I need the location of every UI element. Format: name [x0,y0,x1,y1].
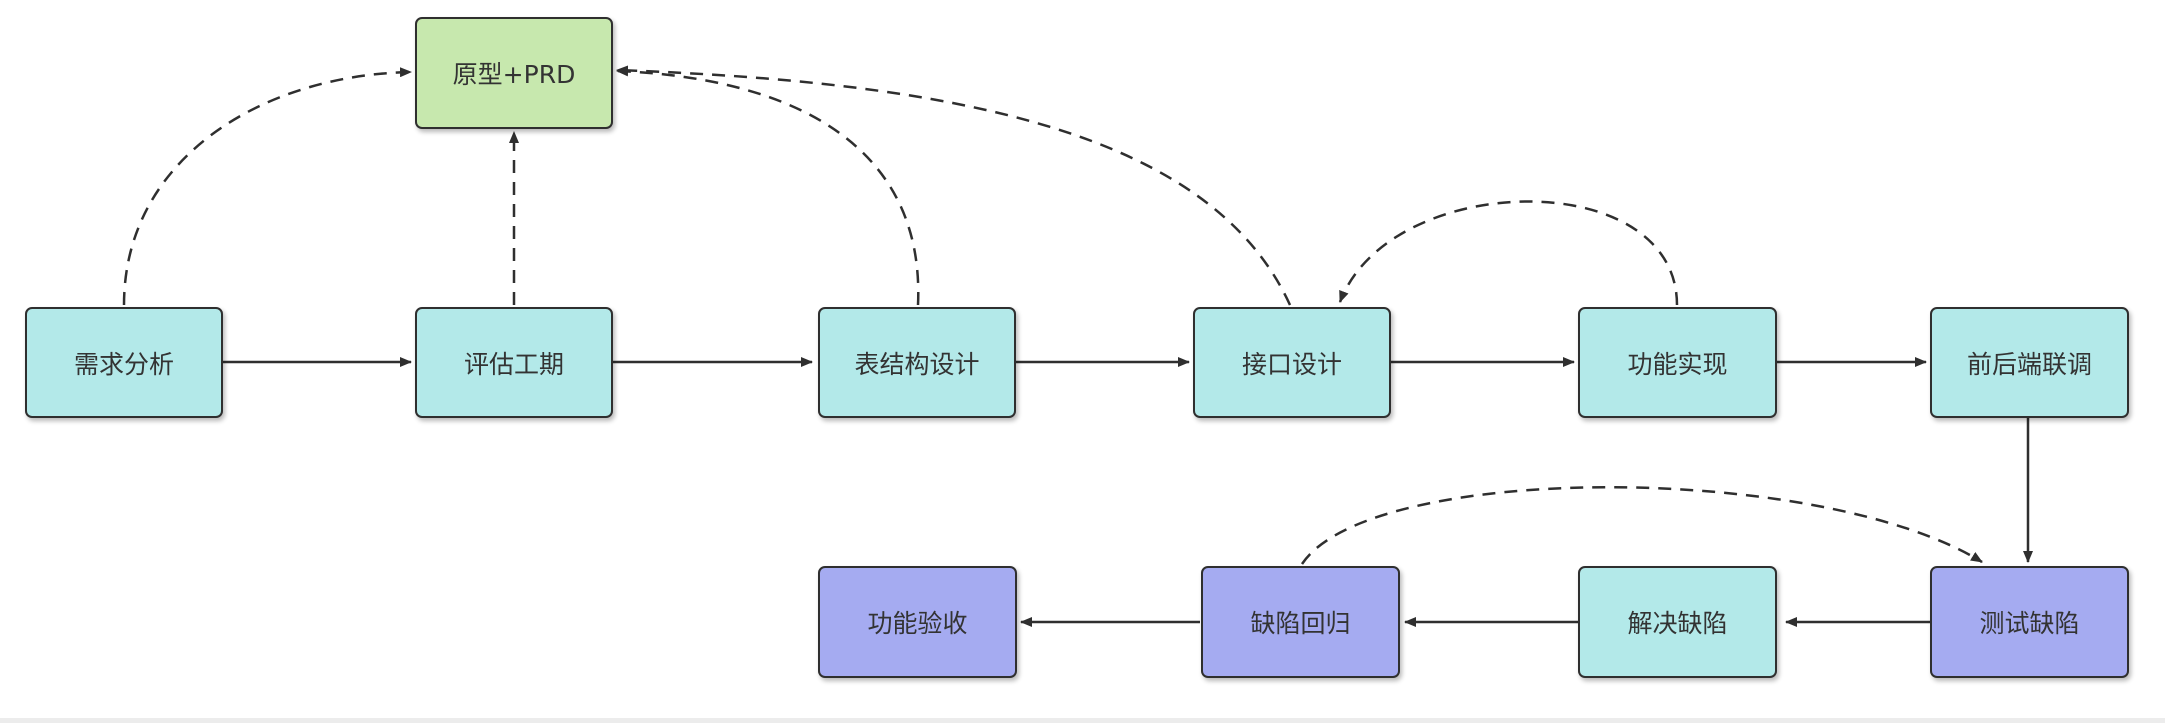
node-api-design[interactable]: 接口设计 [1193,307,1391,418]
node-defect-regression-label: 缺陷回归 [1250,609,1351,638]
node-prototype-prd[interactable]: 原型+PRD [415,17,613,129]
node-estimate-schedule-label: 评估工期 [463,349,564,379]
edge-api-design-to-prd [616,65,1292,306]
edge-requirements-to-prd [122,67,412,306]
node-test-defects[interactable]: 测试缺陷 [1930,566,2129,678]
edge-implementation-to-api-design [1338,200,1679,306]
node-frontend-backend-integration[interactable]: 前后端联调 [1930,307,2129,418]
node-frontend-backend-integration-label: 前后端联调 [1966,349,2092,379]
node-prototype-prd-label: 原型+PRD [452,60,576,89]
node-requirements-analysis[interactable]: 需求分析 [25,307,223,418]
node-feature-acceptance[interactable]: 功能验收 [818,566,1017,678]
node-table-structure-design-label: 表结构设计 [854,349,980,379]
node-fix-defects[interactable]: 解决缺陷 [1578,566,1777,678]
node-table-structure-design[interactable]: 表结构设计 [818,307,1016,418]
node-feature-acceptance-label: 功能验收 [867,609,968,638]
node-test-defects-label: 测试缺陷 [1979,609,2080,638]
node-api-design-label: 接口设计 [1241,349,1342,379]
node-feature-implementation[interactable]: 功能实现 [1578,307,1777,418]
edge-regression-to-test-defects [1300,486,1983,565]
node-defect-regression[interactable]: 缺陷回归 [1201,566,1400,678]
edge-table-design-to-prd [616,66,920,306]
node-requirements-analysis-label: 需求分析 [73,349,174,379]
node-fix-defects-label: 解决缺陷 [1627,609,1728,638]
node-estimate-schedule[interactable]: 评估工期 [415,307,613,418]
node-feature-implementation-label: 功能实现 [1627,349,1728,379]
